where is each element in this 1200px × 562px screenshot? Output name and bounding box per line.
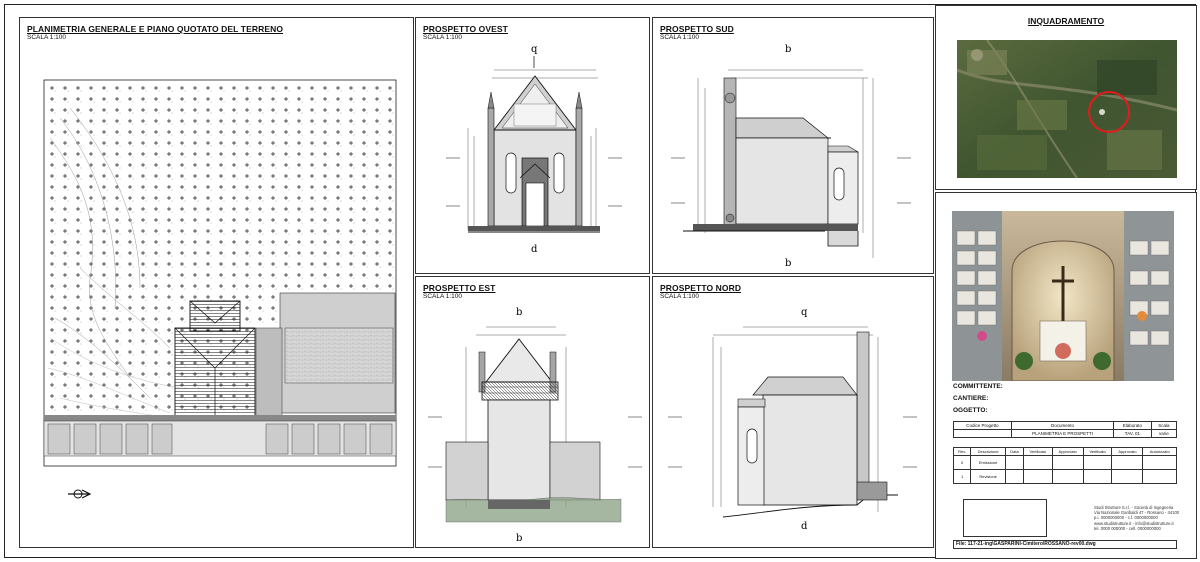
table-cell: Elaborato xyxy=(1113,421,1152,430)
interior-photo xyxy=(952,211,1174,381)
east-section-top: b xyxy=(516,307,522,318)
east-elevation-panel: PROSPETTO EST SCALA 1:100 b b xyxy=(415,276,650,548)
table-cell: Data xyxy=(1004,447,1024,456)
table-cell: Verificato xyxy=(1082,447,1113,456)
table-cell: Emissione xyxy=(970,455,1006,470)
table-cell: varie xyxy=(1150,429,1178,438)
company-info: Studi Strutture S.r.l. - Società di Inge… xyxy=(1094,505,1179,531)
revision-table: Rev. Descrizione Data Verificato Approva… xyxy=(952,447,1177,484)
table-cell xyxy=(1082,455,1113,470)
location-title: INQUADRAMENTO xyxy=(1027,16,1105,26)
table-cell xyxy=(1082,469,1113,484)
south-title: PROSPETTO SUD xyxy=(660,24,734,34)
table-row: PLANIMETRIA E PROSPETTI TAV. 01 varie xyxy=(953,429,1178,438)
table-row: Codice Progetto Documento Elaborato Scal… xyxy=(953,421,1178,430)
table-cell: Codice Progetto xyxy=(953,421,1012,430)
table-cell: 0 xyxy=(952,455,972,470)
east-title: PROSPETTO EST xyxy=(423,283,496,293)
company-line: p.i. 0000000000 - c.f. 0000000000 xyxy=(1094,515,1158,521)
table-cell: Approvato xyxy=(1051,447,1084,456)
north-scale: SCALA 1:100 xyxy=(660,293,700,300)
table-row: 1 Revisione xyxy=(952,469,1177,484)
table-cell: Documento xyxy=(1010,421,1115,430)
table-cell: TAV. 01 xyxy=(1113,429,1152,438)
west-elevation-drawing: q d xyxy=(446,44,622,255)
north-arrow-icon xyxy=(68,489,92,499)
table-cell xyxy=(1004,469,1024,484)
east-scale: SCALA 1:100 xyxy=(423,293,463,300)
location-panel: INQUADRAMENTO xyxy=(935,5,1197,190)
west-section-top: q xyxy=(531,44,538,55)
south-elevation-panel: PROSPETTO SUD SCALA 1:100 b b xyxy=(652,17,934,274)
document-info-table: Codice Progetto Documento Elaborato Scal… xyxy=(953,421,1178,438)
oggetto-label: OGGETTO: xyxy=(953,407,988,414)
table-cell xyxy=(1142,455,1177,470)
north-title: PROSPETTO NORD xyxy=(660,283,742,293)
west-scale: SCALA 1:100 xyxy=(423,34,463,41)
drawing-sheet: PLANIMETRIA GENERALE E PIANO QUOTATO DEL… xyxy=(4,4,1197,559)
table-cell: 1 xyxy=(952,469,972,484)
west-title: PROSPETTO OVEST xyxy=(423,24,508,34)
north-elevation-drawing: q d xyxy=(668,307,917,532)
north-elevation-panel: PROSPETTO NORD SCALA 1:100 q d xyxy=(652,276,934,548)
company-line: www.studistrutture.it - info@studistrutt… xyxy=(1094,520,1174,526)
table-cell: Revisione xyxy=(970,469,1006,484)
north-section-bottom: d xyxy=(801,521,808,532)
south-section-bottom: b xyxy=(785,258,791,269)
cantiere-label: CANTIERE: xyxy=(953,395,989,402)
filename-box xyxy=(953,540,1177,549)
title-block-panel: COMMITTENTE: CANTIERE: OGGETTO: Codice P… xyxy=(935,192,1197,559)
table-cell xyxy=(1022,455,1053,470)
table-cell: Rev. xyxy=(952,447,972,456)
table-cell xyxy=(1004,455,1024,470)
table-cell: PLANIMETRIA E PROSPETTI xyxy=(1010,429,1115,438)
table-cell: Autorizzato xyxy=(1142,447,1177,456)
company-line: tel. 0000 000000 - cell. 0000000000 xyxy=(1094,525,1161,531)
table-cell xyxy=(1022,469,1053,484)
plan-scale: SCALA 1:100 xyxy=(27,34,67,41)
table-row: 0 Emissione xyxy=(952,455,1177,470)
table-cell: Descrizione xyxy=(970,447,1006,456)
site-plan-drawing xyxy=(43,79,397,499)
table-cell xyxy=(1051,455,1084,470)
plan-panel: PLANIMETRIA GENERALE E PIANO QUOTATO DEL… xyxy=(19,17,414,548)
table-cell xyxy=(953,429,1012,438)
filename: File: 117-21-ing\GASPARINI-Cimitero\ROSS… xyxy=(956,541,1096,547)
west-section-bottom: d xyxy=(531,244,538,255)
table-cell: Verificato xyxy=(1022,447,1053,456)
west-elevation-panel: PROSPETTO OVEST SCALA 1:100 q d xyxy=(415,17,650,274)
table-row: Rev. Descrizione Data Verificato Approva… xyxy=(952,447,1177,456)
table-cell: Scala xyxy=(1150,421,1178,430)
committente-label: COMMITTENTE: xyxy=(953,383,1003,390)
south-elevation-drawing: b b xyxy=(671,44,911,269)
south-scale: SCALA 1:100 xyxy=(660,34,700,41)
east-elevation-drawing: b b xyxy=(428,307,642,544)
company-line: Studi Strutture S.r.l. - Società di Inge… xyxy=(1094,505,1174,510)
table-cell: Approvato xyxy=(1111,447,1144,456)
south-section-top: b xyxy=(785,44,791,55)
north-section-top: q xyxy=(801,307,808,318)
plan-title: PLANIMETRIA GENERALE E PIANO QUOTATO DEL… xyxy=(27,24,284,34)
table-cell xyxy=(1111,455,1144,470)
east-section-bottom: b xyxy=(516,533,522,544)
table-cell xyxy=(1111,469,1144,484)
table-cell xyxy=(1051,469,1084,484)
aerial-photo xyxy=(957,40,1177,178)
stamp-box xyxy=(963,499,1047,537)
company-line: Via Nazionale Garibaldi 47 - Rossano - 4… xyxy=(1094,510,1180,516)
table-cell xyxy=(1142,469,1177,484)
